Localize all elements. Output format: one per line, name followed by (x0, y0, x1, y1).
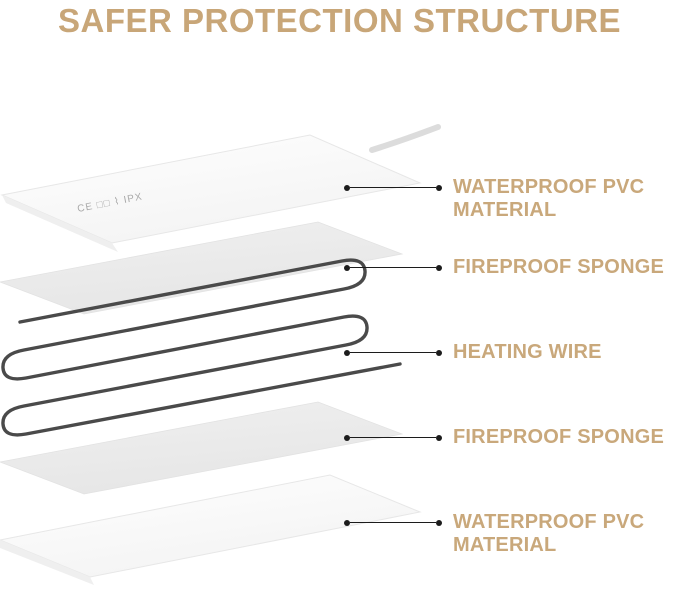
leader-rule (350, 521, 436, 524)
layer-fireproof-sponge-lower (0, 401, 404, 495)
page-title: SAFER PROTECTION STRUCTURE (57, 2, 621, 39)
leader-rule (350, 266, 436, 269)
leader-dot (344, 264, 350, 271)
callout-fireproof-sponge-lower: FIREPROOF SPONGE (344, 426, 664, 449)
callout-heating-wire: HEATING WIRE (344, 341, 602, 364)
callout-waterproof-pvc-bottom: WATERPROOF PVC MATERIAL (344, 511, 668, 557)
callout-fireproof-sponge-upper: FIREPROOF SPONGE (344, 256, 664, 279)
heating-wire (1, 258, 402, 437)
pad-edge-shading (2, 195, 118, 252)
leader-dot (436, 349, 442, 356)
leader-line (344, 341, 442, 364)
callout-waterproof-pvc-top: WATERPROOF PVC MATERIAL (344, 176, 668, 222)
leader-dot (436, 264, 442, 271)
leader-dot (344, 434, 350, 441)
leader-rule (350, 186, 436, 189)
leader-line (344, 256, 442, 279)
leader-dot (436, 434, 442, 441)
leader-dot (436, 184, 442, 191)
callout-label: FIREPROOF SPONGE (453, 426, 665, 448)
leader-line (344, 426, 442, 449)
leader-line (344, 511, 442, 534)
leader-rule (350, 351, 436, 354)
leader-dot (344, 349, 350, 356)
callout-label: WATERPROOF PVC MATERIAL (453, 511, 645, 556)
callout-label: FIREPROOF SPONGE (453, 256, 665, 278)
callout-label: HEATING WIRE (453, 341, 602, 363)
leader-dot (344, 184, 350, 191)
callout-label: WATERPROOF PVC MATERIAL (453, 176, 645, 221)
leader-dot (436, 519, 442, 526)
leader-dot (344, 519, 350, 526)
power-cable-icon (369, 124, 441, 153)
bottom-pad-edge-shading (0, 540, 94, 585)
leader-rule (350, 436, 436, 439)
layer-fireproof-sponge-upper (0, 221, 404, 315)
leader-line (344, 176, 442, 199)
